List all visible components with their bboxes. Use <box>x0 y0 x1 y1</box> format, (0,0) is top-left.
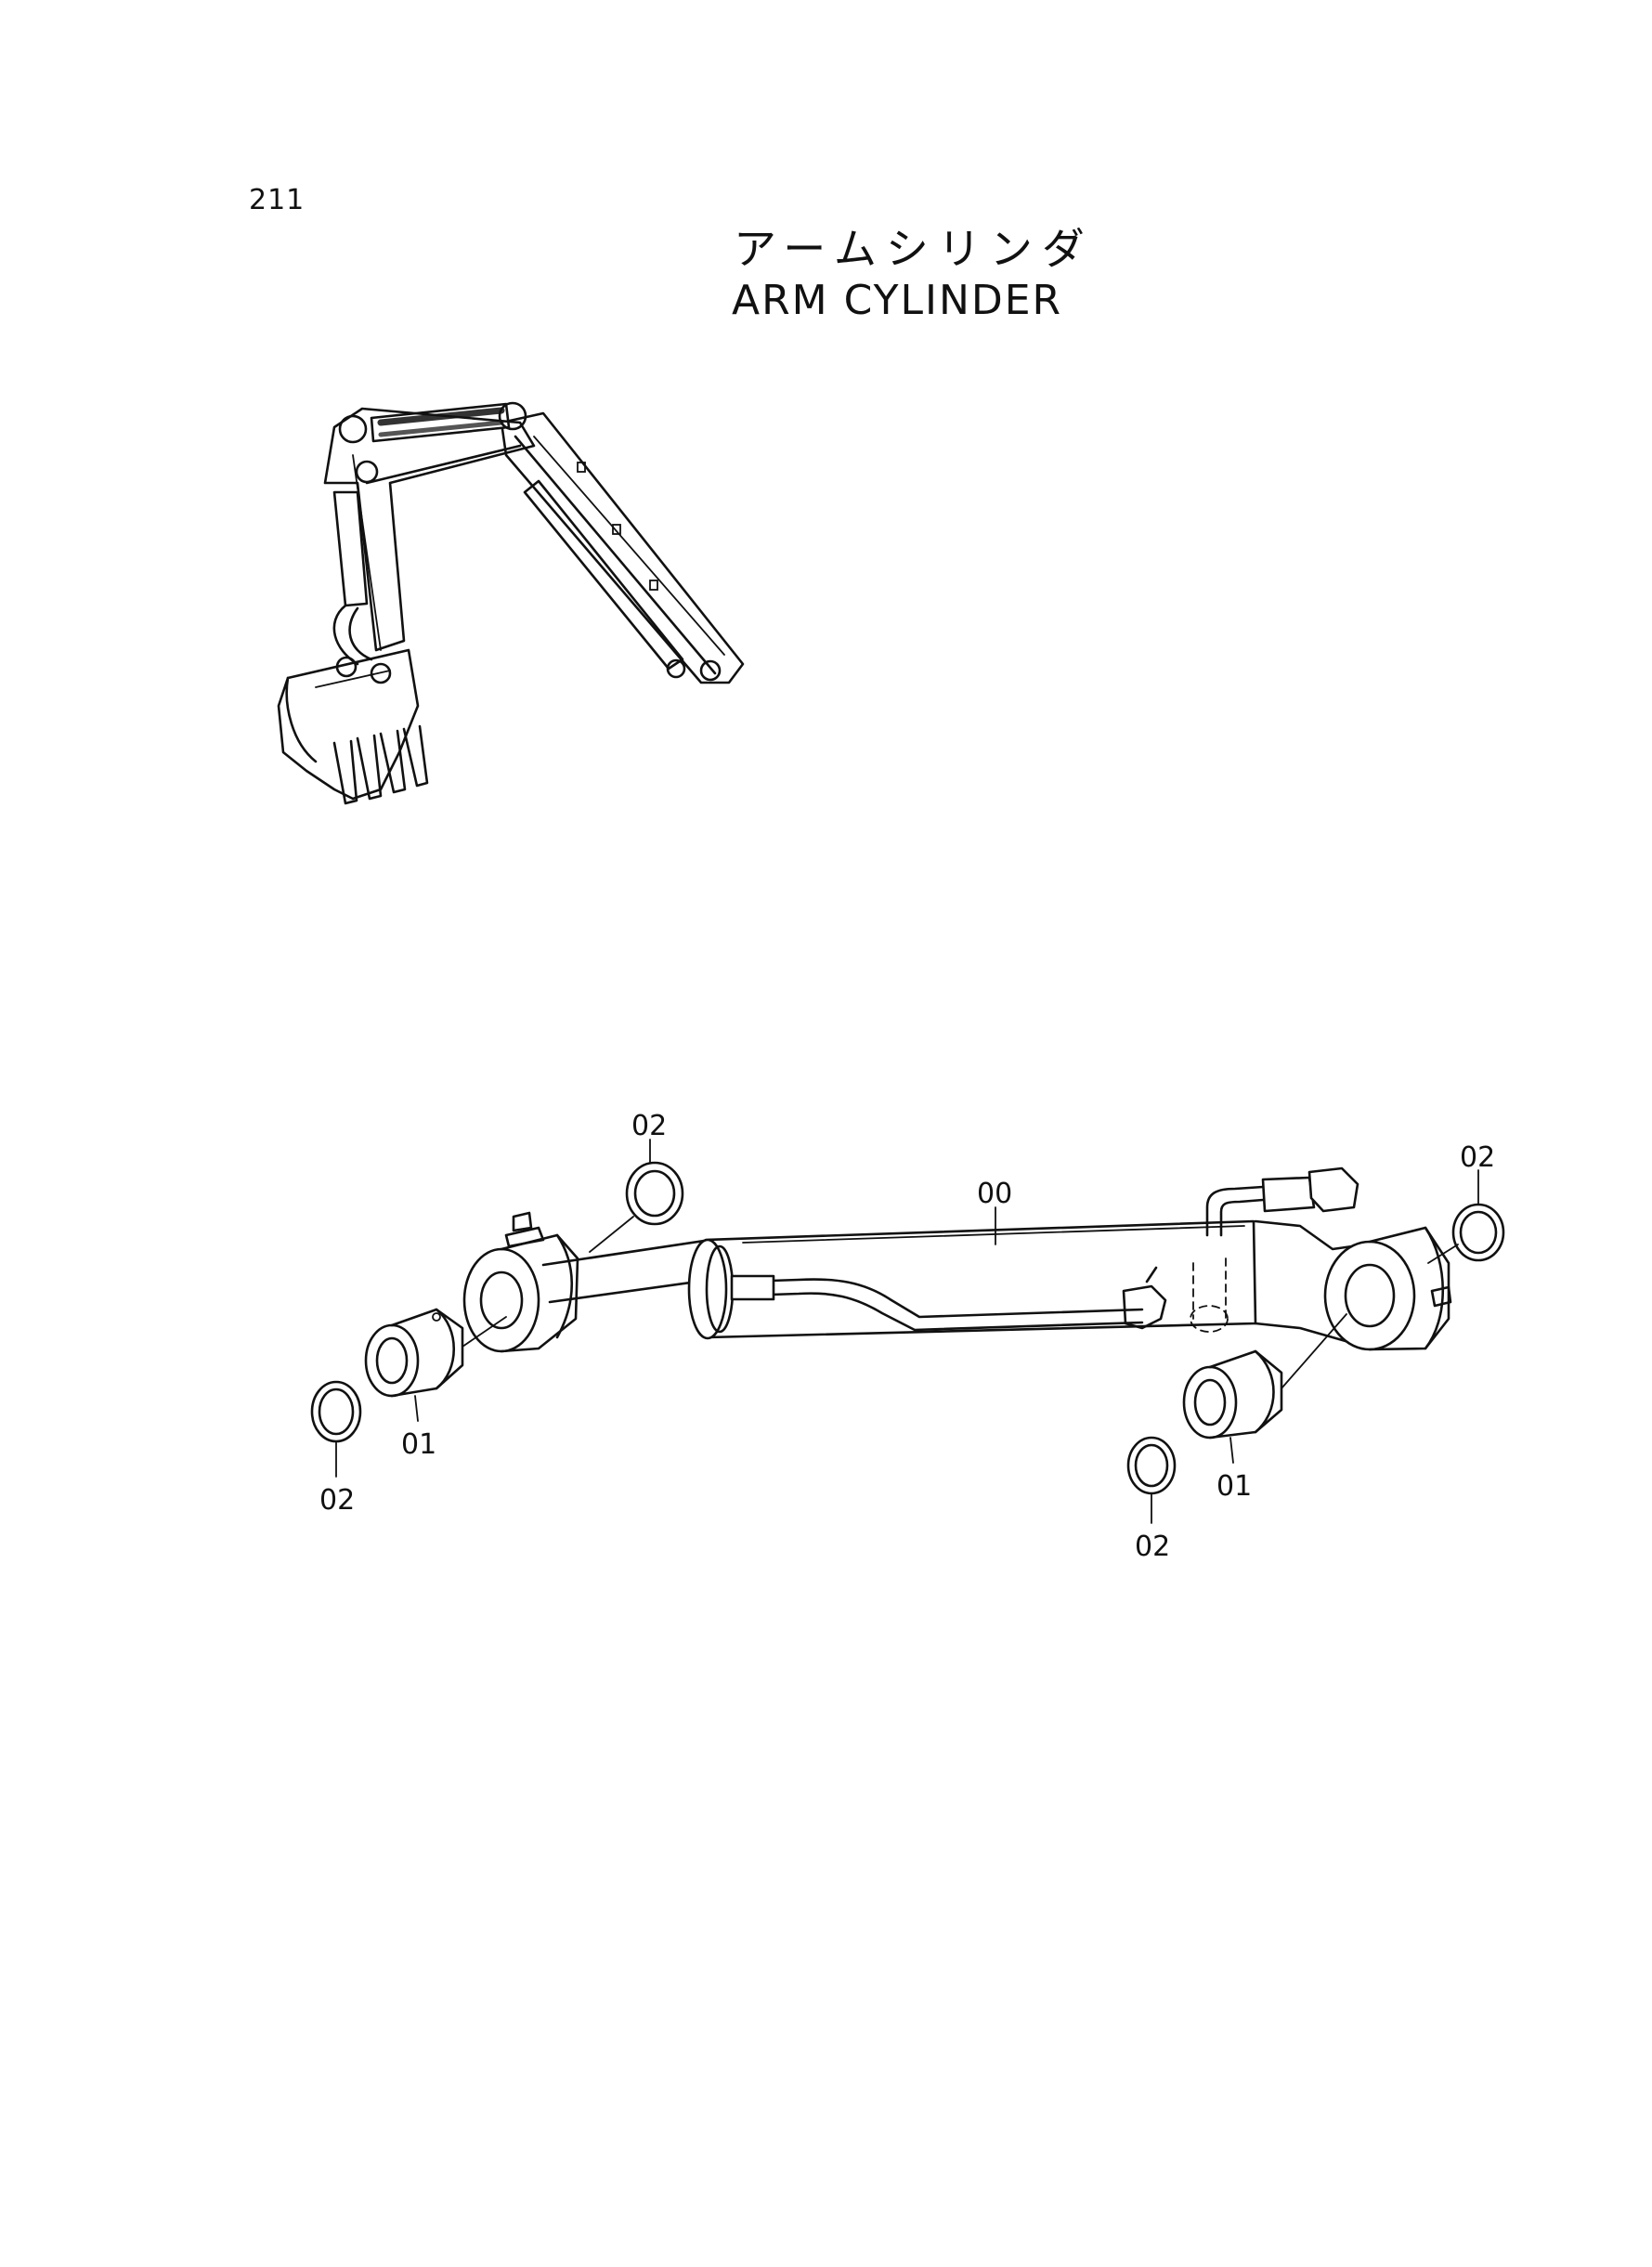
callout-cylinder: 00 <box>977 1178 1012 1210</box>
callout-seal-top-right: 02 <box>1460 1141 1495 1174</box>
page-number: 211 <box>249 184 306 216</box>
callout-bushing-left: 01 <box>401 1428 436 1461</box>
callout-seal-bottom-left: 02 <box>319 1484 355 1517</box>
callout-seal-top-left: 02 <box>631 1110 667 1142</box>
page-title-english: ARM CYLINDER <box>732 277 1063 324</box>
arm-cylinder-assembly <box>310 1139 1505 1524</box>
callout-bushing-right: 01 <box>1216 1470 1252 1503</box>
excavator-arm-overview <box>277 401 745 805</box>
callout-seal-bottom-right: 02 <box>1135 1531 1170 1563</box>
page-title-japanese: アームシリンダ <box>734 224 1094 274</box>
